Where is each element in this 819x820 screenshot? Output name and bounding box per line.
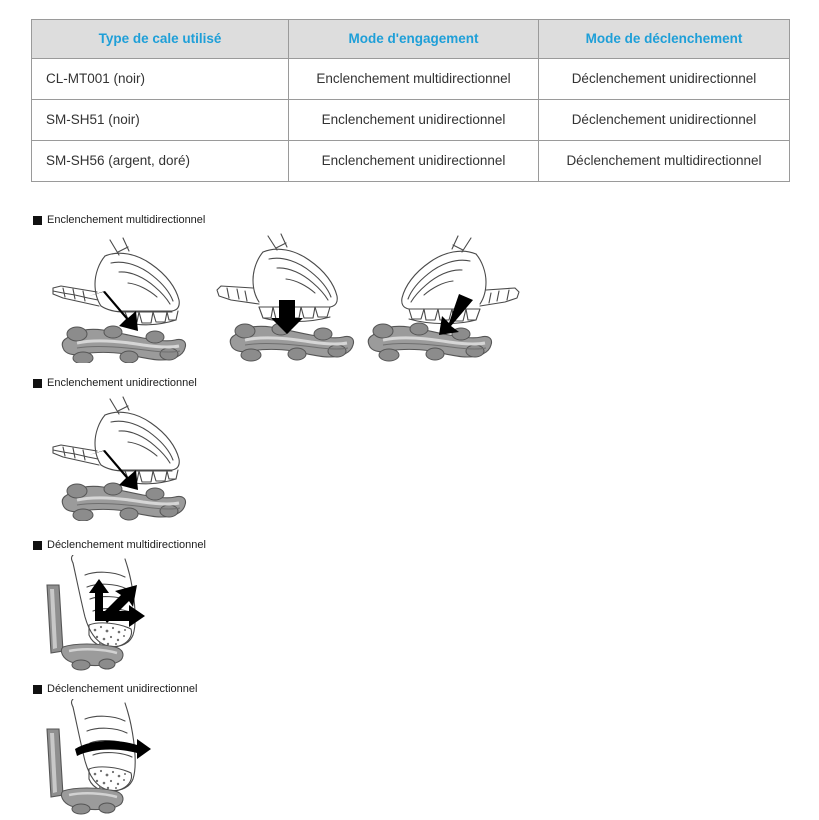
cell-engagement-mode: Enclenchement unidirectionnel <box>288 99 539 141</box>
cell-release-mode: Déclenchement unidirectionnel <box>538 99 790 141</box>
section-heading-label: Déclenchement multidirectionnel <box>47 539 206 551</box>
down-arrow-icon <box>271 300 303 334</box>
cell-release-mode: Déclenchement multidirectionnel <box>538 140 790 182</box>
cleat-compatibility-table-container: Type de cale utilisé Mode d'engagement M… <box>31 19 790 182</box>
section-declenchement-unidirectionnel: Déclenchement unidirectionnel <box>33 683 197 817</box>
right-arrow-icon <box>103 605 145 627</box>
table-header: Type de cale utilisé Mode d'engagement M… <box>31 19 790 59</box>
pedal-body <box>60 787 124 815</box>
figure-shoe-cleat-diagonal-down-right <box>33 230 213 363</box>
cell-engagement-mode: Enclenchement multidirectionnel <box>288 58 539 100</box>
diagonal-down-right-arrow-icon <box>89 450 138 490</box>
column-header-engagement-mode: Mode d'engagement <box>288 19 539 59</box>
cleat-body <box>367 322 493 362</box>
figure-shoe-pedal-top-view-curved-arrow <box>33 699 173 817</box>
cleat-body <box>61 482 187 521</box>
figure-group <box>33 555 206 675</box>
crank-arm <box>46 584 64 654</box>
section-heading: Déclenchement multidirectionnel <box>33 539 206 551</box>
cleat-body <box>61 325 187 363</box>
black-square-marker-icon <box>33 378 42 388</box>
section-enclenchement-unidirectionnel: Enclenchement unidirectionnel <box>33 377 213 521</box>
up-arrow-icon <box>89 579 109 621</box>
shoe-cleat-illustration <box>216 233 355 362</box>
figure-group <box>33 230 523 363</box>
black-square-marker-icon <box>33 684 42 694</box>
shoe-pedal-release-illustration <box>46 555 145 671</box>
shoe-cleat-illustration <box>52 396 187 521</box>
sole-texture <box>93 769 126 790</box>
shoe-pedal-release-illustration <box>46 699 151 815</box>
section-heading-label: Déclenchement unidirectionnel <box>47 683 198 695</box>
cell-cleat-type: SM-SH56 (argent, doré) <box>31 140 289 182</box>
cell-release-mode: Déclenchement unidirectionnel <box>538 58 790 100</box>
black-square-marker-icon <box>33 540 42 550</box>
figure-group <box>33 393 213 521</box>
black-square-marker-icon <box>33 215 42 225</box>
shoe-cleat-illustration <box>52 237 187 363</box>
shoe-cleat-illustration <box>367 235 520 362</box>
figure-shoe-cleat-straight-down <box>213 230 363 363</box>
cell-engagement-mode: Enclenchement unidirectionnel <box>288 140 539 182</box>
cell-cleat-type: SM-SH51 (noir) <box>31 99 289 141</box>
figure-shoe-cleat-diagonal-down-left <box>363 230 523 363</box>
cleat-body <box>229 322 355 362</box>
cleat-compatibility-table: Type de cale utilisé Mode d'engagement M… <box>31 19 790 182</box>
pedal-body <box>60 643 124 671</box>
table-body: CL-MT001 (noir) Enclenchement multidirec… <box>31 58 790 182</box>
figure-shoe-pedal-top-view-three-arrows <box>33 555 173 675</box>
figure-shoe-cleat-diagonal-down-right <box>33 393 213 521</box>
cell-cleat-type: CL-MT001 (noir) <box>31 58 289 100</box>
section-heading: Déclenchement unidirectionnel <box>33 683 197 695</box>
table-row: SM-SH51 (noir) Enclenchement unidirectio… <box>31 99 790 141</box>
section-heading-label: Enclenchement multidirectionnel <box>47 214 206 226</box>
section-enclenchement-multidirectionnel: Enclenchement multidirectionnel <box>33 214 523 363</box>
crank-arm <box>46 728 64 798</box>
section-declenchement-multidirectionnel: Déclenchement multidirectionnel <box>33 539 206 675</box>
section-heading-label: Enclenchement unidirectionnel <box>47 377 197 389</box>
curved-right-arrow-icon <box>75 739 151 759</box>
section-heading: Enclenchement multidirectionnel <box>33 214 523 226</box>
table-row: CL-MT001 (noir) Enclenchement multidirec… <box>31 58 790 100</box>
sole-texture <box>93 625 126 646</box>
diagonal-down-right-arrow-icon <box>89 291 138 331</box>
diagonal-down-left-arrow-icon <box>439 294 473 335</box>
column-header-cleat-type: Type de cale utilisé <box>31 19 289 59</box>
table-row: SM-SH56 (argent, doré) Enclenchement uni… <box>31 140 790 182</box>
section-heading: Enclenchement unidirectionnel <box>33 377 213 389</box>
column-header-release-mode: Mode de déclenchement <box>538 19 790 59</box>
figure-group <box>33 699 197 817</box>
table-header-row: Type de cale utilisé Mode d'engagement M… <box>31 19 790 59</box>
